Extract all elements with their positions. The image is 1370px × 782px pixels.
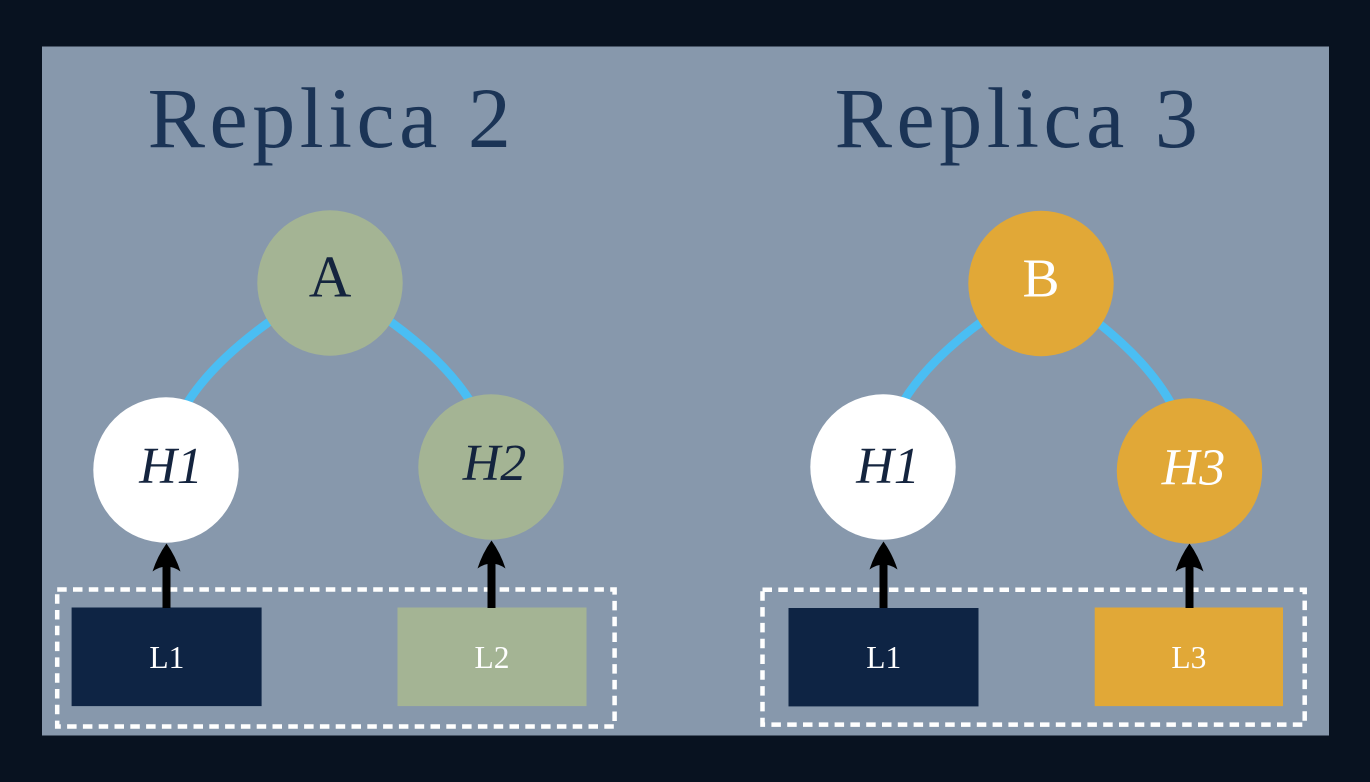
svg-text:H1: H1 xyxy=(855,438,920,495)
svg-text:H1: H1 xyxy=(138,438,203,495)
svg-text:Replica 2: Replica 2 xyxy=(148,70,516,166)
svg-text:H3: H3 xyxy=(1161,440,1226,497)
svg-text:L1: L1 xyxy=(149,640,184,675)
svg-text:L1: L1 xyxy=(866,640,901,675)
svg-text:B: B xyxy=(1022,248,1059,309)
svg-text:Replica 3: Replica 3 xyxy=(835,70,1203,166)
svg-text:A: A xyxy=(309,243,352,309)
svg-text:L2: L2 xyxy=(475,640,510,675)
svg-text:H2: H2 xyxy=(462,435,527,492)
svg-text:L3: L3 xyxy=(1171,640,1206,675)
